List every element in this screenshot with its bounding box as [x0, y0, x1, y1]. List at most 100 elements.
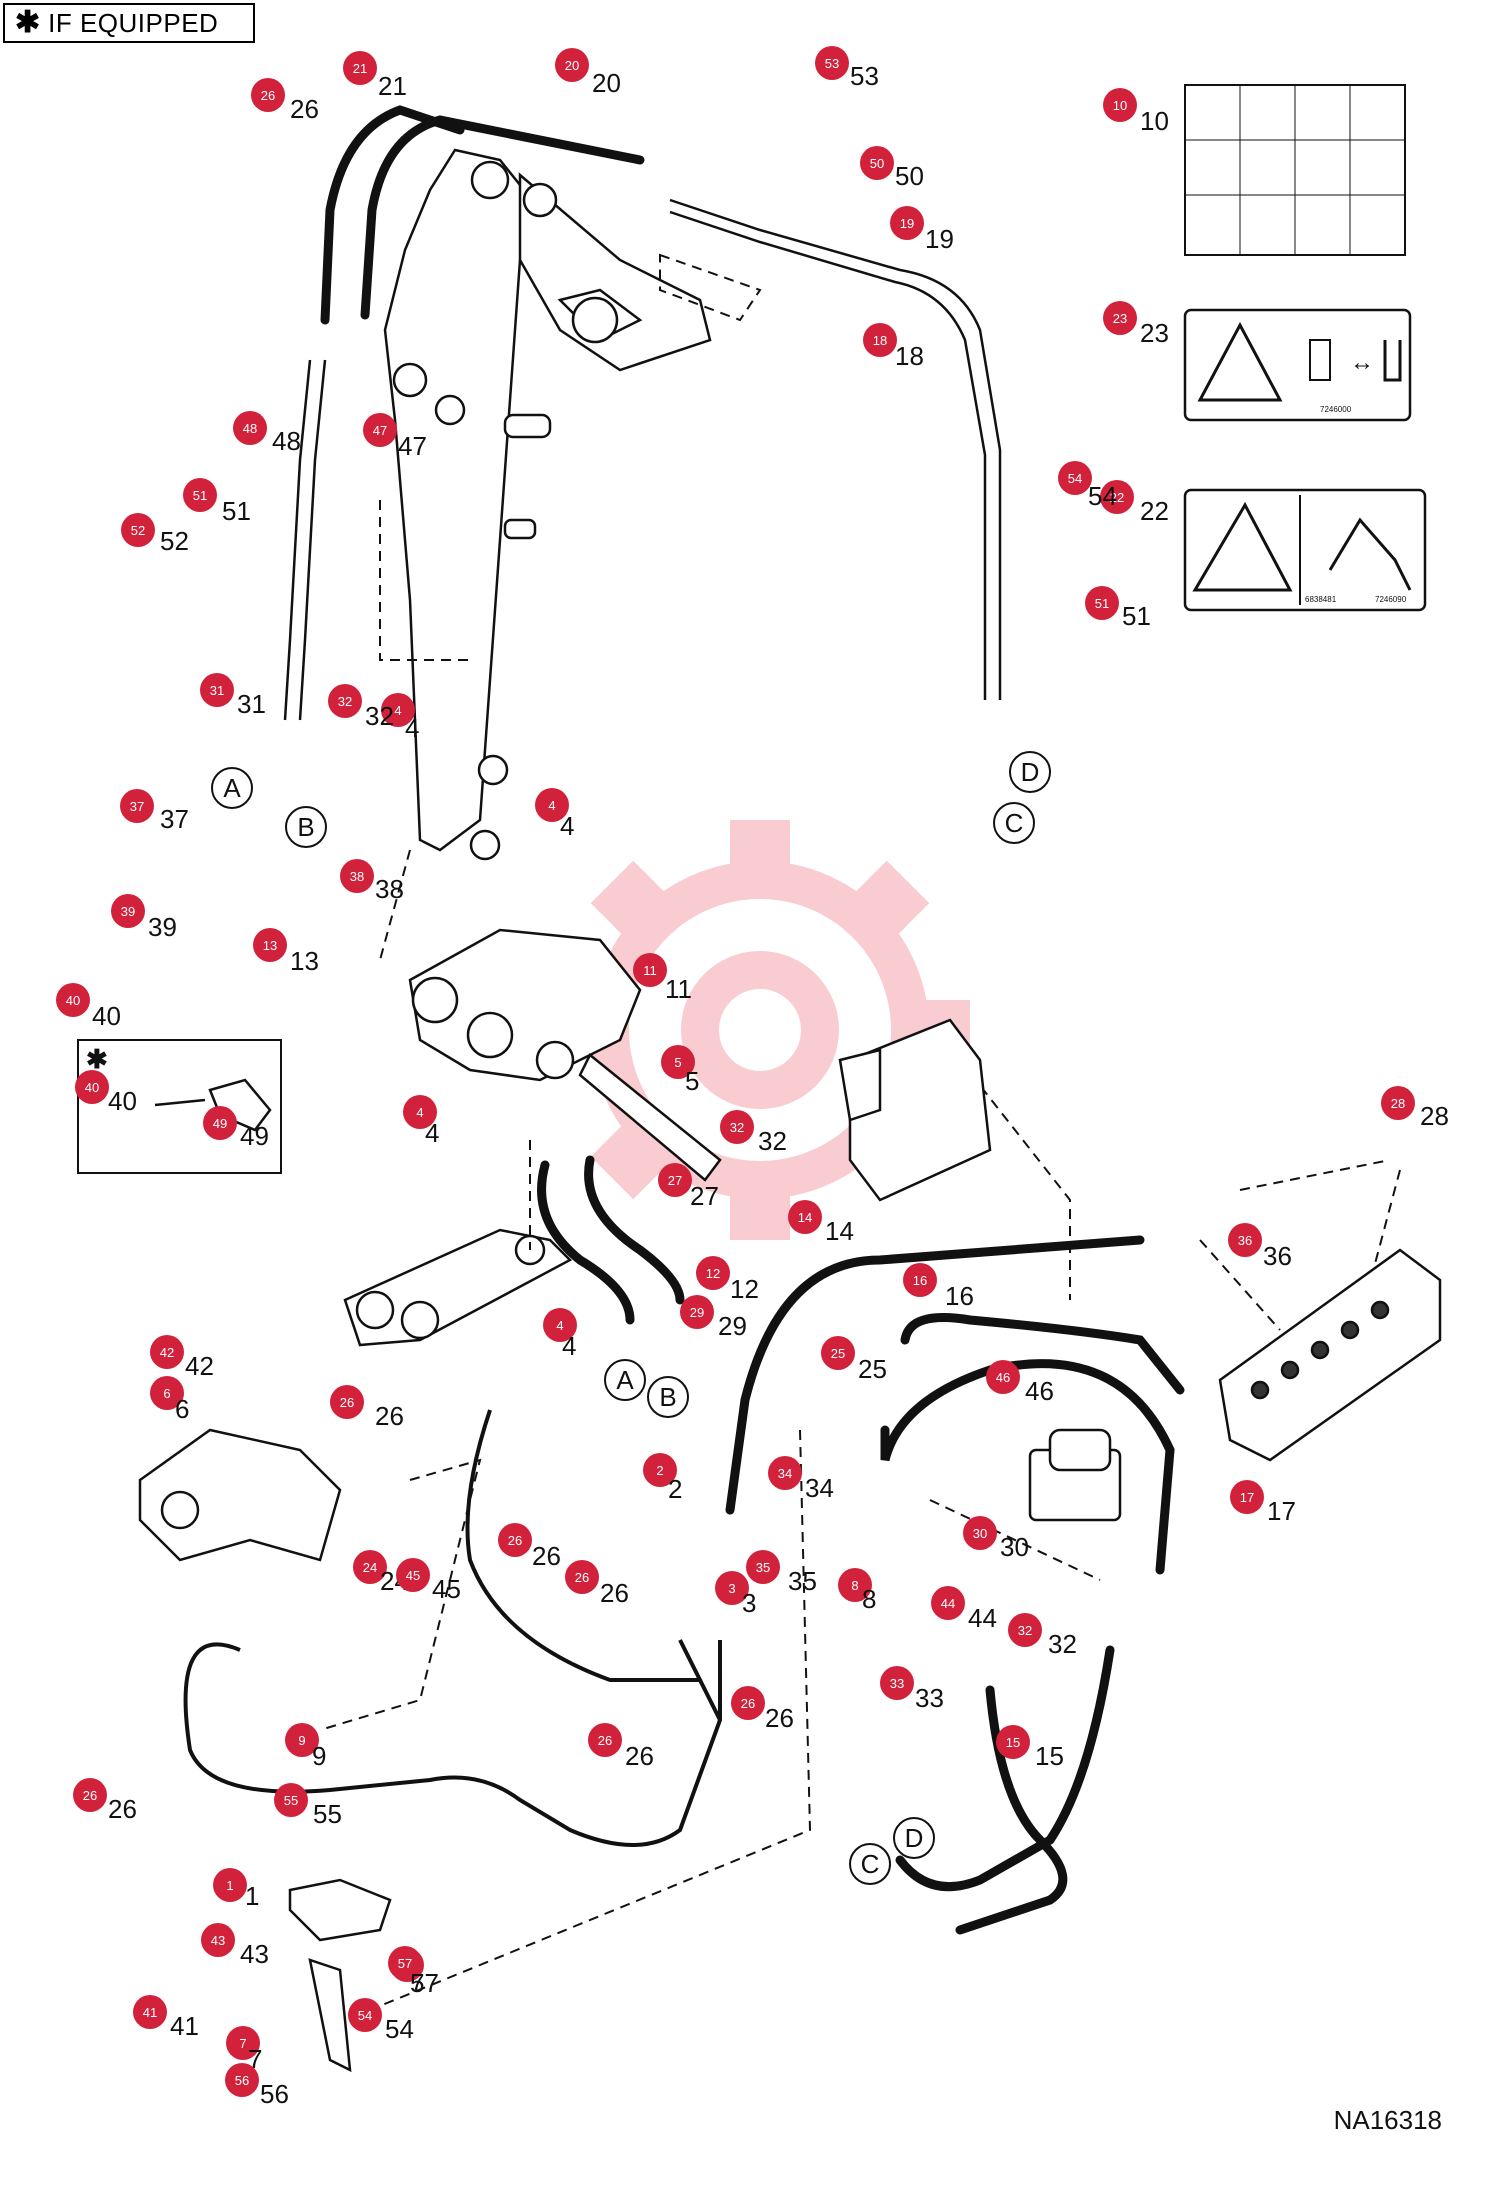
- callout-number: 5: [685, 1066, 699, 1096]
- callout-badge: [251, 78, 285, 112]
- callout-badge-number: 18: [873, 333, 887, 348]
- callout-badge: [213, 1868, 247, 1902]
- callout-badge-number: 34: [778, 1466, 792, 1481]
- callout-badge: [363, 413, 397, 447]
- callout-number: 46: [1025, 1376, 1054, 1406]
- connector-C-top: C: [1005, 808, 1024, 838]
- callout-number: 13: [290, 946, 319, 976]
- callout-badge: [633, 953, 667, 987]
- callout-number: 4: [405, 713, 419, 743]
- callout-badge-number: 26: [575, 1570, 589, 1585]
- svg-text:↔: ↔: [1350, 349, 1374, 376]
- callout-number: 38: [375, 874, 404, 904]
- callout-54: 54 54: [1058, 461, 1117, 511]
- decal-22-code-2: 7246090: [1375, 595, 1407, 604]
- callout-badge: [838, 1568, 872, 1602]
- callout-badge-number: 45: [406, 1568, 420, 1583]
- callout-badge: [643, 1453, 677, 1487]
- callout-badge: [731, 1686, 765, 1720]
- callout-number: 25: [858, 1354, 887, 1384]
- callout-number: 2: [668, 1474, 682, 1504]
- callout-badge: [253, 928, 287, 962]
- callout-badge-number: 19: [900, 216, 914, 231]
- callout-number: 30: [1000, 1532, 1029, 1562]
- callout-badge: [203, 1106, 237, 1140]
- reference-number: NA16318: [1333, 2105, 1442, 2135]
- callout-badge: [498, 1523, 532, 1557]
- callout-number: 50: [895, 161, 924, 191]
- callout-badge-number: 52: [131, 523, 145, 538]
- callout-badge: [661, 1045, 695, 1079]
- decal-23: ↔ 7246000: [1183, 308, 1412, 422]
- callout-badge: [903, 1263, 937, 1297]
- callout-badge: [680, 1295, 714, 1329]
- callout-number: 44: [968, 1603, 997, 1633]
- pilot-control: [1028, 1428, 1122, 1522]
- callout-number: 23: [1140, 318, 1169, 348]
- callout-number: 21: [378, 71, 407, 101]
- callout-4: 44: [535, 788, 574, 841]
- if-equipped-inset: ✱: [77, 1039, 282, 1174]
- callout-badge: [863, 323, 897, 357]
- callout-2: 22: [643, 1453, 682, 1504]
- callout-badge-number: 26: [508, 1533, 522, 1548]
- callout-number: 4: [560, 811, 574, 841]
- decal-23-code: 7246000: [1320, 405, 1352, 414]
- callout-number: 53: [850, 61, 879, 91]
- callout-number: 10: [1140, 106, 1169, 136]
- callout-badge: [340, 859, 374, 893]
- callout-number: 17: [1267, 1496, 1296, 1526]
- callout-badge-number: 12: [706, 1266, 720, 1281]
- callout-number: 56: [260, 2079, 289, 2109]
- callout-badge: [353, 1550, 387, 1584]
- decal-10: [1184, 84, 1406, 256]
- connector-C-bottom: C: [861, 1849, 880, 1879]
- steel-tubes: [283, 198, 1002, 721]
- callout-number: 34: [805, 1473, 834, 1503]
- control-valve: [1218, 1248, 1442, 1462]
- callout-number: 19: [925, 224, 954, 254]
- callout-badge: [200, 673, 234, 707]
- callout-badge: [715, 1571, 749, 1605]
- callout-badge-number: 53: [825, 56, 839, 71]
- callout-badge: [565, 1560, 599, 1594]
- connector-labels: A B C D A B C D: [211, 751, 1051, 1885]
- callout-number: 54: [1088, 481, 1117, 511]
- callout-badge-number: 55: [284, 1793, 298, 1808]
- callout-number: 6: [175, 1394, 189, 1424]
- callout-badge-number: 24: [363, 1560, 377, 1575]
- callout-badge-number: 42: [160, 1345, 174, 1360]
- callout-badge-number: 4: [556, 1318, 563, 1333]
- mount-bracket: [138, 1428, 342, 1562]
- callout-badge: [535, 788, 569, 822]
- callout-badge-number: 54: [1068, 471, 1082, 486]
- callout-badge-number: 26: [598, 1733, 612, 1748]
- callout-badge-number: 26: [261, 88, 275, 103]
- callout-number: 27: [690, 1181, 719, 1211]
- callout-badge-number: 57: [398, 1956, 412, 1971]
- callout-34: 34 34: [768, 1456, 834, 1503]
- callout-number: 20: [592, 68, 621, 98]
- callout-badge: [658, 1163, 692, 1197]
